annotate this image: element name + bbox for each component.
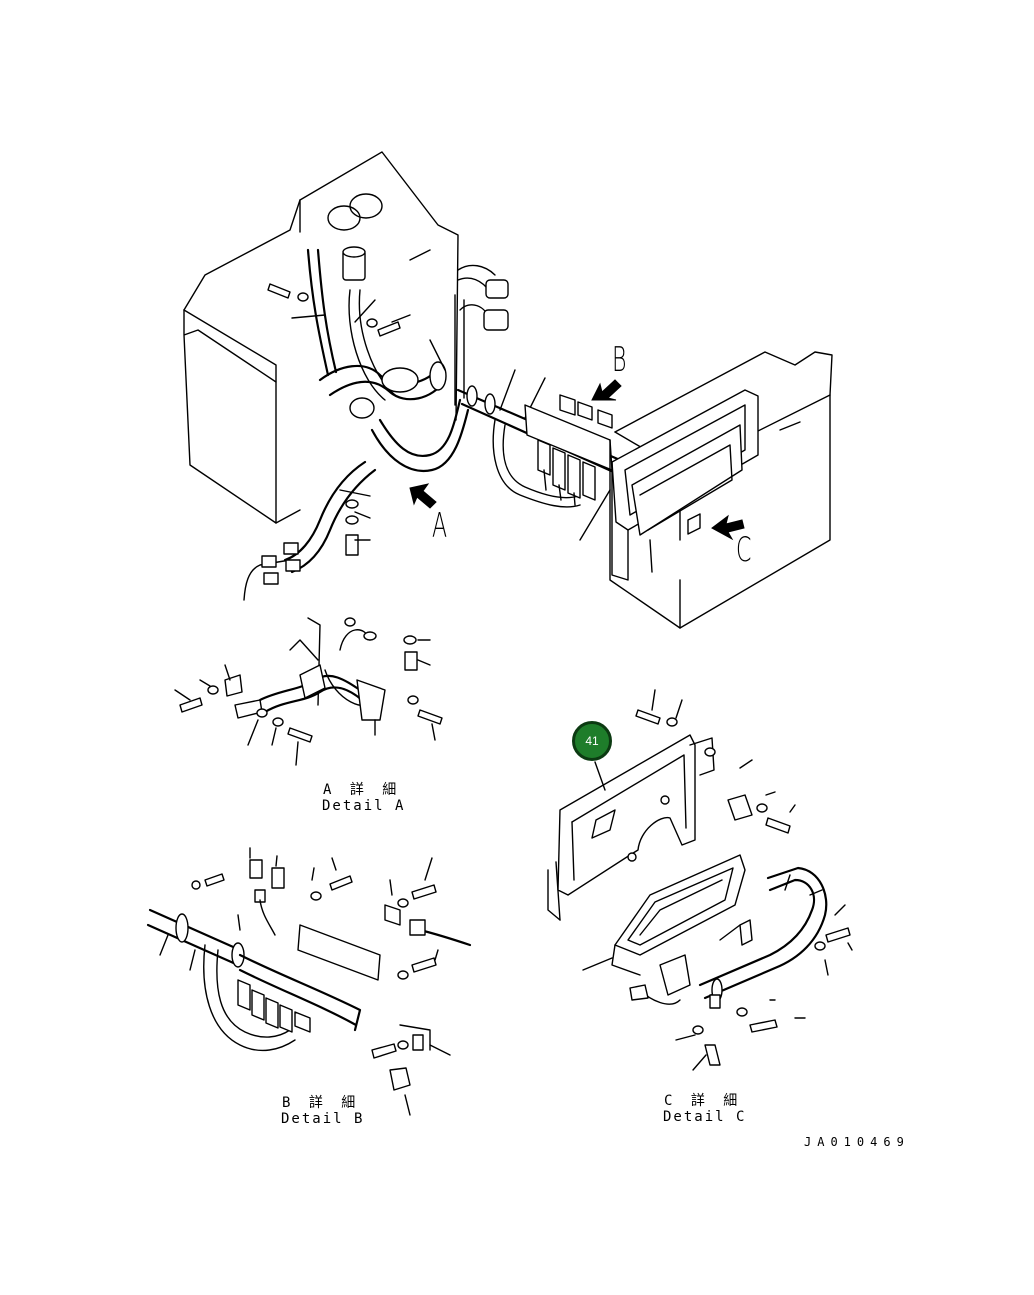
main-fasteners [267,283,401,556]
right-housing [609,351,833,629]
main-harness [243,246,509,601]
view-label-a: A [432,506,448,546]
drawing-code: JA010469 [804,1135,910,1149]
part-callout-41[interactable]: 41 [572,721,612,761]
detail-b-caption-jp: B 詳 細 [282,1095,361,1111]
relay-block [524,394,613,541]
arrow-c-icon [711,514,745,541]
arrow-b-icon [591,379,622,401]
detail-b-caption-en: Detail B [281,1111,365,1127]
view-label-c: C [736,530,752,570]
main-leaders [291,299,446,541]
detail-c-view [547,689,853,1071]
view-arrows [409,379,745,541]
detail-c-caption-en: Detail C [663,1109,747,1125]
arrow-a-icon [409,483,437,509]
detail-a-caption-en: Detail A [322,798,406,814]
detail-b-view [146,847,472,1116]
left-housing [183,151,459,524]
part-callout-number: 41 [585,734,599,748]
view-label-b: B [612,340,627,380]
detail-a-view [174,617,443,766]
detail-a-caption-jp: A 詳 細 [323,782,402,798]
detail-c-caption-jp: C 詳 細 [664,1093,743,1109]
